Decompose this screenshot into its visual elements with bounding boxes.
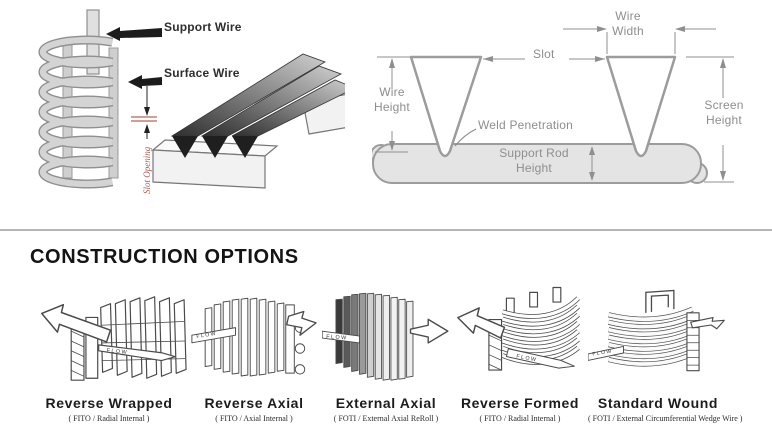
wedge-wire-profile [605, 55, 677, 158]
option-subtitle: ( FOTI / External Axial ReRoll ) [333, 414, 439, 423]
flow-ribbon [322, 330, 360, 344]
wedge-wire-profile [409, 55, 483, 158]
reverse-formed-illustration: FLOW [457, 286, 581, 371]
flow-label: FLOW [592, 348, 613, 357]
flow-out-arrow [409, 318, 449, 344]
construction-option-external-axial: FLOW External Axial ( FOTI / External Ax… [322, 286, 450, 423]
wire-height-label: Wire Height [374, 85, 410, 114]
construction-options-heading: CONSTRUCTION OPTIONS [30, 246, 299, 268]
flow-out-arrow [457, 307, 506, 339]
flow-ribbon [505, 348, 575, 369]
flow-ribbon [191, 327, 236, 344]
flow-out-arrow [41, 303, 112, 343]
flow-ribbon [98, 344, 176, 362]
slot-opening-dimension: Slot Opening [131, 86, 157, 194]
construction-option-standard-wound: FLOW Standard Wound ( FOTI / External Ci… [588, 286, 743, 423]
option-name: External Axial [335, 395, 437, 411]
external-axial-illustration: FLOW [322, 292, 449, 381]
flow-label: FLOW [326, 334, 348, 341]
standard-wound-illustration: FLOW [588, 289, 725, 372]
slot-label: Slot [533, 47, 555, 61]
option-name: Standard Wound [597, 395, 719, 411]
wound-screen-illustration: Slot Opening [38, 9, 345, 194]
dimension-lines [375, 26, 734, 183]
flow-label: FLOW [106, 348, 128, 356]
support-wire-arrow [106, 27, 162, 41]
flow-ribbon [588, 346, 624, 361]
section-divider [0, 229, 772, 231]
reverse-axial-illustration: FLOW [191, 297, 317, 377]
slot-opening-label: Slot Opening [142, 146, 152, 194]
flow-label: FLOW [196, 331, 217, 340]
flow-out-arrow [690, 316, 725, 330]
support-rod-height-label: Support Rod Height [499, 146, 569, 175]
inner-support-rod [108, 47, 119, 179]
surface-wire-label: Surface Wire [164, 66, 240, 80]
option-name: Reverse Wrapped [45, 395, 173, 411]
weld-penetration-label: Weld Penetration [478, 118, 574, 132]
profile-cross-section-illustration [372, 26, 734, 184]
reverse-wrapped-illustration: FLOW [41, 296, 187, 381]
support-wire-label: Support Wire [164, 20, 242, 34]
option-subtitle: ( FITO / Radial Internal ) [479, 414, 561, 423]
screen-height-label: Screen Height [704, 98, 744, 127]
option-subtitle: ( FOTI / External Circumferential Wedge … [588, 414, 743, 423]
option-name: Reverse Axial [204, 395, 304, 411]
construction-option-reverse-formed: FLOW Reverse Formed ( FITO / Radial Inte… [452, 286, 588, 423]
option-subtitle: ( FITO / Axial Internal ) [215, 414, 293, 423]
surface-wire-bands [38, 35, 114, 189]
option-name: Reverse Formed [460, 395, 580, 411]
flow-out-arrow [286, 310, 317, 336]
support-rod [372, 143, 702, 184]
wedge-rails-illustration [151, 53, 345, 189]
construction-option-reverse-wrapped: FLOW Reverse Wrapped ( FITO / Radial Int… [28, 286, 190, 423]
surface-wire-arrow [128, 75, 162, 89]
flow-label: FLOW [516, 354, 538, 364]
option-subtitle: ( FITO / Radial Internal ) [68, 414, 150, 423]
construction-option-reverse-axial: FLOW Reverse Axial ( FITO / Axial Intern… [190, 286, 318, 423]
wire-width-label: Wire Width [612, 9, 644, 38]
